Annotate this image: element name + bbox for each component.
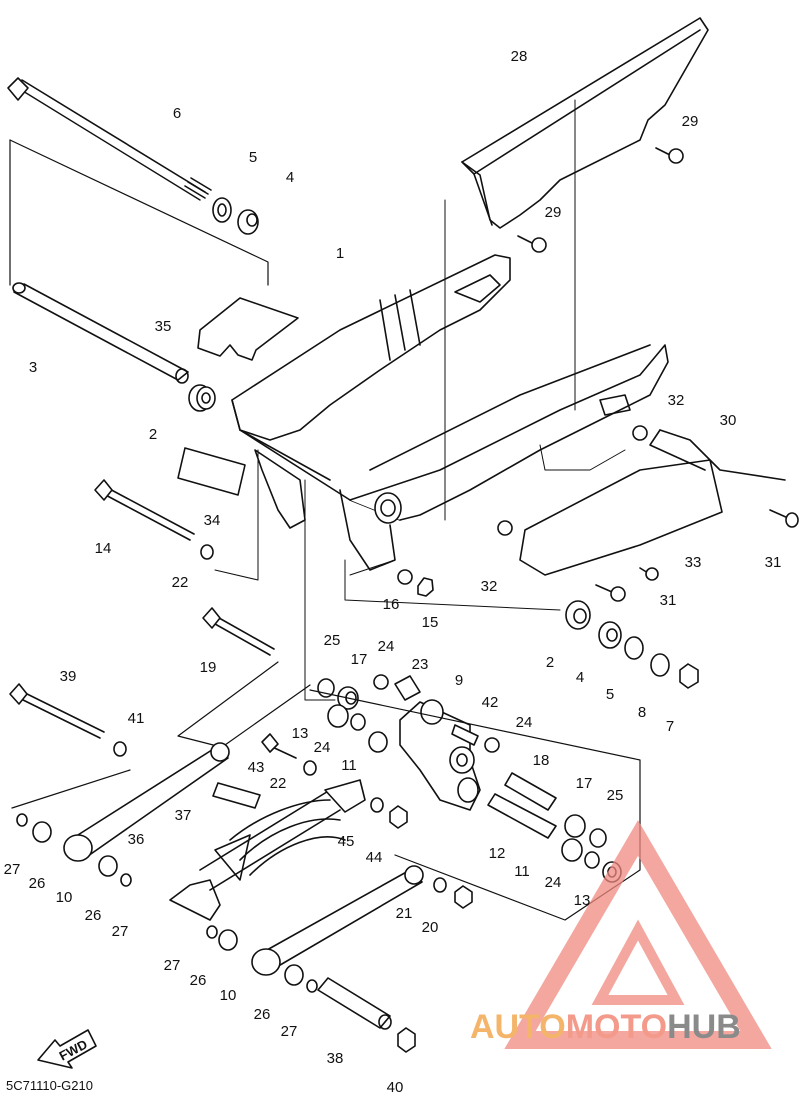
callout-33: 33 bbox=[685, 554, 702, 571]
callout-32: 32 bbox=[668, 392, 685, 409]
callout-44: 44 bbox=[366, 849, 383, 866]
callout-9: 9 bbox=[455, 672, 463, 689]
callout-43: 43 bbox=[248, 759, 265, 776]
diagram-code: 5C71110-G210 bbox=[6, 1078, 93, 1093]
callout-27: 27 bbox=[4, 861, 21, 878]
callout-10: 10 bbox=[56, 889, 73, 906]
bolt-14 bbox=[94, 479, 195, 541]
watermark-auto: AUTO bbox=[470, 1008, 566, 1046]
callout-26: 26 bbox=[190, 972, 207, 989]
watermark-hub: HUB bbox=[667, 1008, 741, 1046]
callout-28: 28 bbox=[511, 48, 528, 65]
callout-20: 20 bbox=[422, 919, 439, 936]
callout-42: 42 bbox=[482, 694, 499, 711]
callout-29: 29 bbox=[682, 113, 699, 130]
callout-38: 38 bbox=[327, 1050, 344, 1067]
callout-34: 34 bbox=[204, 512, 221, 529]
chain-guard-lower bbox=[519, 429, 786, 576]
callout-22: 22 bbox=[270, 775, 287, 792]
callout-24: 24 bbox=[314, 739, 331, 756]
connecting-rod-upper bbox=[16, 742, 230, 887]
callout-35: 35 bbox=[155, 318, 172, 335]
callout-21: 21 bbox=[396, 905, 413, 922]
callout-7: 7 bbox=[666, 718, 674, 735]
callout-12: 12 bbox=[489, 845, 506, 862]
chain-guard bbox=[461, 17, 709, 229]
bolt-19 bbox=[202, 607, 275, 656]
callout-25: 25 bbox=[324, 632, 341, 649]
callout-5: 5 bbox=[606, 686, 614, 703]
callout-18: 18 bbox=[533, 752, 550, 769]
callout-32: 32 bbox=[481, 578, 498, 595]
callout-11: 11 bbox=[341, 757, 357, 774]
callout-23: 23 bbox=[412, 656, 429, 673]
pivot-collar-tube bbox=[12, 282, 189, 384]
callout-31: 31 bbox=[660, 592, 677, 609]
collar-38 bbox=[317, 977, 416, 1053]
callout-17: 17 bbox=[351, 651, 368, 668]
callout-4: 4 bbox=[286, 169, 294, 186]
callout-31: 31 bbox=[765, 554, 782, 571]
right-side-collars bbox=[565, 600, 699, 689]
callout-15: 15 bbox=[422, 614, 439, 631]
callout-45: 45 bbox=[338, 833, 355, 850]
nut-15 bbox=[417, 577, 434, 597]
callout-14: 14 bbox=[95, 540, 112, 557]
callout-13: 13 bbox=[292, 725, 309, 742]
callout-13: 13 bbox=[574, 892, 591, 909]
callout-37: 37 bbox=[175, 807, 192, 824]
callout-41: 41 bbox=[128, 710, 145, 727]
callout-30: 30 bbox=[720, 412, 737, 429]
bearing-upper bbox=[188, 384, 216, 412]
callout-19: 19 bbox=[200, 659, 217, 676]
bolt-39 bbox=[9, 683, 127, 757]
collar-upper bbox=[212, 197, 259, 235]
callout-3: 3 bbox=[29, 359, 37, 376]
callout-2: 2 bbox=[546, 654, 554, 671]
bolt-43 bbox=[261, 733, 317, 776]
callout-10: 10 bbox=[220, 987, 237, 1004]
callout-24: 24 bbox=[545, 874, 562, 891]
callout-16: 16 bbox=[383, 596, 400, 613]
callout-36: 36 bbox=[128, 831, 145, 848]
callout-11: 11 bbox=[514, 863, 530, 880]
callout-5: 5 bbox=[249, 149, 257, 166]
tube bbox=[177, 447, 246, 496]
callout-25: 25 bbox=[607, 787, 624, 804]
callout-40: 40 bbox=[387, 1079, 404, 1096]
callout-6: 6 bbox=[173, 105, 181, 122]
watermark-moto: MOTO bbox=[565, 1008, 668, 1046]
callout-17: 17 bbox=[576, 775, 593, 792]
callout-27: 27 bbox=[112, 923, 129, 940]
reference-lines bbox=[214, 99, 626, 701]
callout-26: 26 bbox=[29, 875, 46, 892]
callout-22: 22 bbox=[172, 574, 189, 591]
callout-1: 1 bbox=[336, 245, 344, 262]
callout-24: 24 bbox=[516, 714, 533, 731]
pivot-shaft bbox=[7, 77, 212, 201]
callout-24: 24 bbox=[378, 638, 395, 655]
washer-16 bbox=[397, 569, 413, 585]
callout-26: 26 bbox=[85, 907, 102, 924]
callout-29: 29 bbox=[545, 204, 562, 221]
connecting-rod-lower bbox=[206, 865, 473, 993]
callout-8: 8 bbox=[638, 704, 646, 721]
label-plate bbox=[197, 297, 299, 361]
callout-39: 39 bbox=[60, 668, 77, 685]
watermark-logo bbox=[504, 820, 772, 1049]
callout-27: 27 bbox=[164, 957, 181, 974]
callout-27: 27 bbox=[281, 1023, 298, 1040]
swing-arm bbox=[231, 254, 669, 571]
shock-absorber bbox=[169, 779, 408, 921]
callout-4: 4 bbox=[576, 669, 584, 686]
fwd-arrow bbox=[37, 1029, 97, 1069]
small-bolts bbox=[497, 147, 799, 602]
watermark-text: AUTOMOTOHUB bbox=[470, 1008, 741, 1047]
washer-22 bbox=[200, 544, 214, 560]
callout-2: 2 bbox=[149, 426, 157, 443]
callout-26: 26 bbox=[254, 1006, 271, 1023]
